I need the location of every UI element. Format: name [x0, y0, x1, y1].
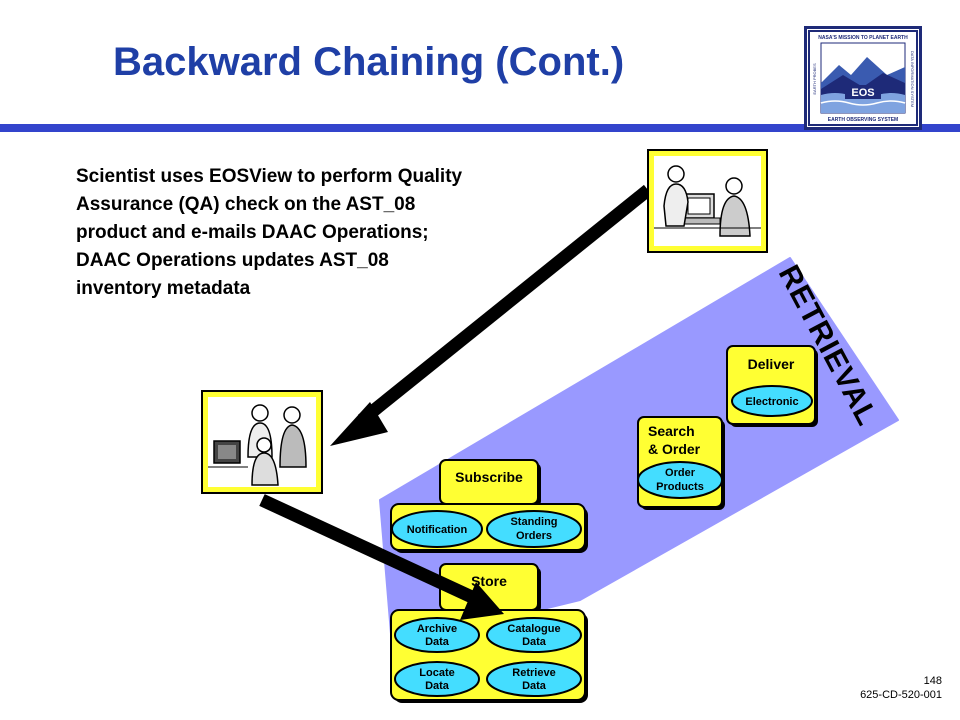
- logo-right-text: DATA INFORMATION SYSTEM: [910, 51, 915, 107]
- subscribe-box: Subscribe Notification Standing Orders: [390, 459, 588, 553]
- logo-center-text: EOS: [851, 87, 874, 99]
- deliver-title: Deliver: [748, 356, 795, 372]
- scientist-sketch: [654, 165, 761, 237]
- standing-orders-oval: [486, 510, 582, 548]
- slide-number: 148: [923, 675, 942, 687]
- search-order-box: Search & Order Order Products: [637, 416, 725, 510]
- archive-data-label-line1: Archive: [417, 623, 457, 635]
- retrieve-data-label-line2: Data: [522, 680, 547, 692]
- notification-oval: [391, 510, 483, 548]
- eos-logo: NASA'S MISSION TO PLANET EARTH EOS EARTH…: [804, 26, 922, 130]
- arrow-operations-to-store: [259, 494, 504, 620]
- operators-at-computer-illustration: [201, 390, 323, 494]
- order-products-label-line1: Order: [665, 467, 696, 479]
- locate-data-label-line1: Locate: [419, 667, 454, 679]
- subscribe-title: Subscribe: [455, 469, 523, 485]
- search-order-title-line2: & Order: [648, 441, 701, 457]
- retrieve-data-label-line1: Retrieve: [512, 667, 555, 679]
- store-box: Store Archive Data Catalogue Data Locate…: [390, 563, 588, 703]
- store-title: Store: [471, 573, 507, 589]
- operators-sketch: [208, 404, 307, 486]
- locate-data-label-line2: Data: [425, 680, 450, 692]
- archive-data-label-line2: Data: [425, 636, 450, 648]
- logo-top-text: NASA'S MISSION TO PLANET EARTH: [818, 35, 908, 41]
- catalogue-data-oval: [486, 617, 582, 653]
- document-number: 625-CD-520-001: [860, 689, 942, 701]
- search-order-title-line1: Search: [648, 423, 695, 439]
- logo-bottom-text: EARTH OBSERVING SYSTEM: [828, 117, 898, 123]
- deliver-box: Deliver Electronic: [726, 345, 818, 427]
- slide-title: Backward Chaining (Cont.): [113, 40, 625, 84]
- catalogue-data-label-line1: Catalogue: [507, 623, 560, 635]
- archive-data-oval: [394, 617, 480, 653]
- notification-label: Notification: [407, 524, 468, 536]
- electronic-oval: [731, 385, 813, 417]
- electronic-label: Electronic: [745, 396, 798, 408]
- catalogue-data-label-line2: Data: [522, 636, 547, 648]
- arrow-scientist-to-operations: [330, 184, 653, 446]
- description-text: Scientist uses EOSView to perform Qualit…: [76, 166, 463, 299]
- order-products-oval: [637, 461, 723, 499]
- title-underline: [0, 124, 960, 132]
- locate-data-oval: [394, 661, 480, 697]
- logo-left-text: EARTH PROBES: [812, 63, 817, 95]
- retrieve-data-oval: [486, 661, 582, 697]
- order-products-label-line2: Products: [656, 481, 704, 493]
- standing-orders-label-line2: Orders: [516, 530, 552, 542]
- standing-orders-label-line1: Standing: [510, 516, 557, 528]
- scientist-at-computer-illustration: [647, 149, 768, 253]
